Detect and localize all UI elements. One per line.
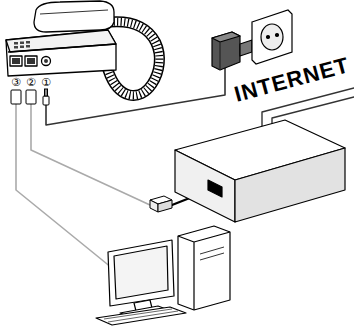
power-adapter	[212, 32, 252, 70]
router	[175, 120, 345, 222]
callout-number: ③	[11, 77, 21, 88]
wall-outlet	[252, 10, 292, 64]
network-label: INTERNET	[232, 54, 352, 106]
lan-wire	[31, 104, 150, 205]
plugs	[11, 89, 49, 105]
pc-wire	[16, 104, 112, 268]
computer	[96, 226, 230, 325]
callout-number: ②	[26, 77, 36, 88]
inline-adapter	[150, 196, 172, 212]
callout-number: ①	[41, 77, 51, 88]
phone	[6, 1, 116, 76]
